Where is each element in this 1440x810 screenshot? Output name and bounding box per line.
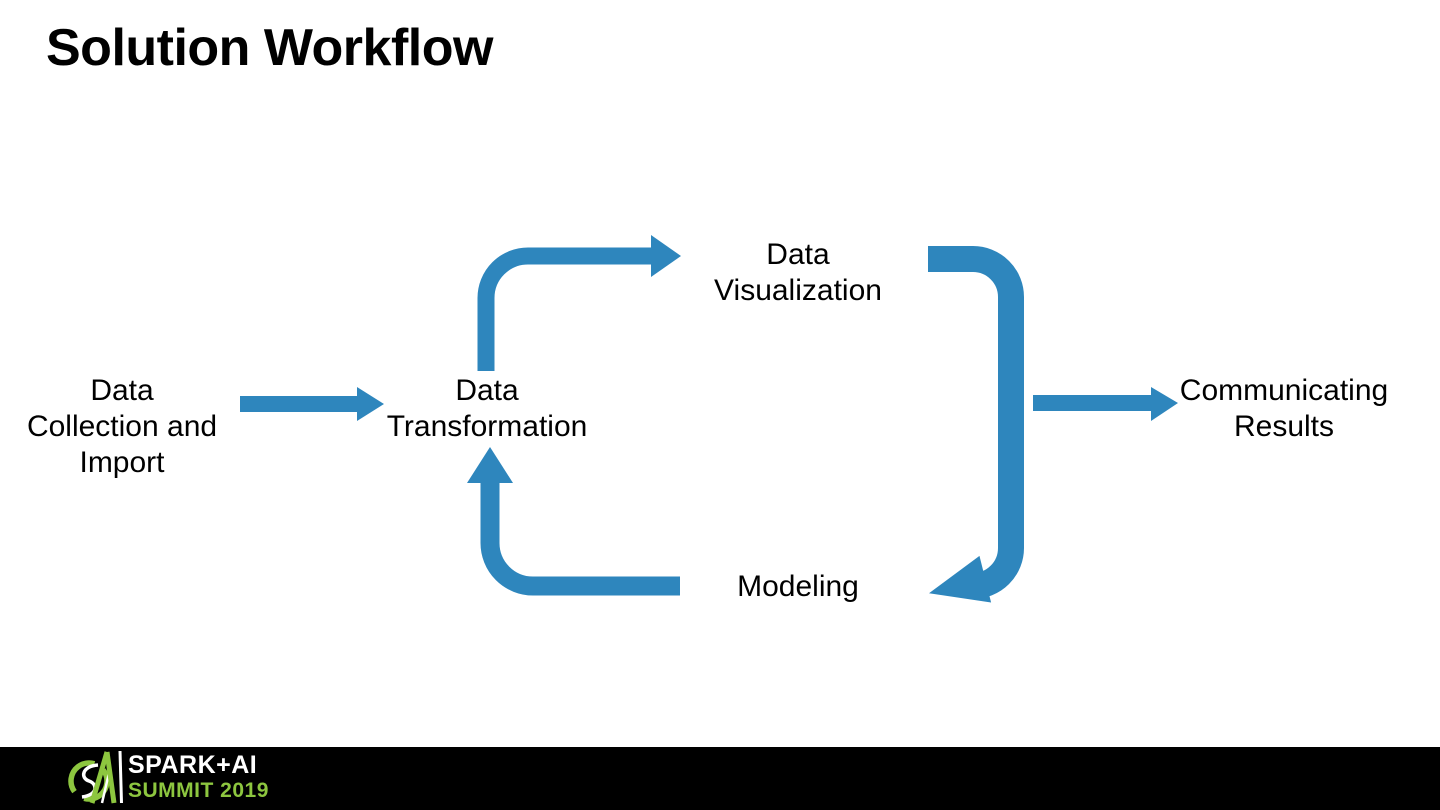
logo-a-right-leg-icon bbox=[104, 751, 117, 804]
logo-line-summit-2019: SUMMIT 2019 bbox=[128, 779, 269, 802]
arrow-collection-to-transformation bbox=[240, 387, 384, 421]
node-data-transformation: Data Transformation bbox=[386, 374, 588, 443]
logo-a-left-leg-icon bbox=[89, 751, 110, 804]
arrow-shaft bbox=[480, 481, 680, 596]
arrow-head-left-icon bbox=[929, 555, 992, 603]
node-communicating-results: Communicating Results bbox=[1179, 374, 1389, 443]
arrow-head-right-icon bbox=[357, 387, 384, 421]
slide-title: Solution Workflow bbox=[46, 19, 493, 77]
arrow-shaft bbox=[928, 246, 1024, 599]
arrow-head-right-icon bbox=[651, 235, 681, 277]
logo-s-curve-icon bbox=[81, 763, 99, 799]
arrow-head-up-icon bbox=[467, 447, 513, 483]
logo-vertical-bar-icon bbox=[118, 750, 123, 804]
arrow-visualization-to-modeling bbox=[928, 246, 1024, 603]
arrow-modeling-to-transformation bbox=[467, 447, 680, 596]
logo-a-inner-icon bbox=[100, 772, 111, 804]
node-data-collection-and-import: Data Collection and Import bbox=[26, 374, 218, 479]
arrow-head-right-icon bbox=[1151, 387, 1178, 421]
arrow-to-communicating-results bbox=[1033, 387, 1178, 421]
node-modeling: Modeling bbox=[737, 570, 859, 603]
arrow-shaft bbox=[477, 247, 651, 371]
logo-line-spark-ai: SPARK+AI bbox=[128, 751, 258, 779]
logo-text: SPARK+AI SUMMIT 2019 bbox=[128, 751, 269, 803]
spark-ai-summit-logo-mark bbox=[68, 750, 123, 804]
footer-bar: SPARK+AI SUMMIT 2019 bbox=[0, 747, 1440, 810]
arrow-transformation-to-visualization bbox=[477, 235, 681, 371]
node-data-visualization: Data Visualization bbox=[714, 238, 882, 307]
